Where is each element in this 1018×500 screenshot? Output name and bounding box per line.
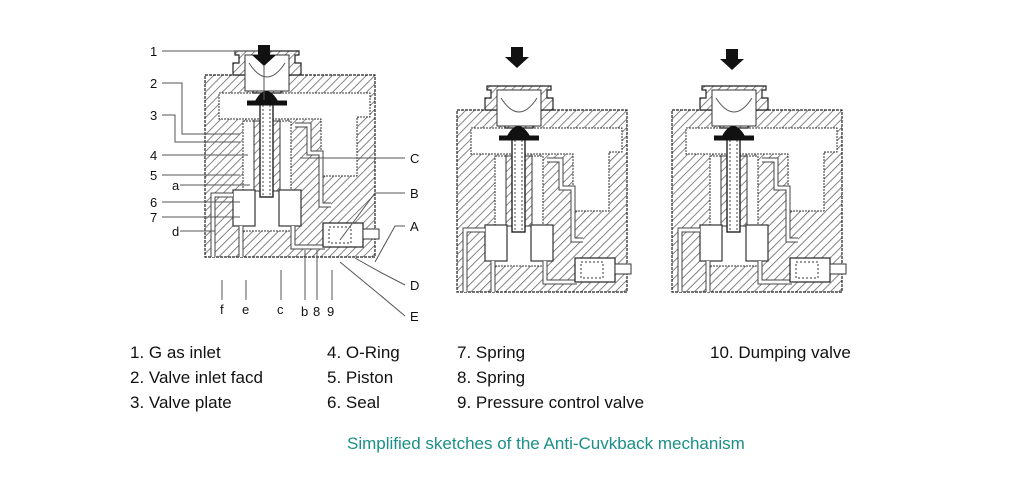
callout-f: f [220, 302, 224, 317]
legend-item-9: 9. Pressure control valve [457, 393, 645, 412]
callout-D: D [410, 278, 419, 293]
gas-inlet-arrow-icon [252, 45, 276, 66]
callout-3: 3 [150, 108, 157, 123]
callout-5: 5 [150, 168, 157, 183]
callout-8: 8 [313, 304, 320, 319]
left-callouts [162, 50, 406, 317]
callout-e: e [242, 302, 249, 317]
legend-item-5: 5. Piston [327, 368, 394, 387]
valve-sketch-panel-2 [457, 86, 631, 292]
legend-item-3: 3. Valve plate [130, 393, 232, 412]
callout-B: B [410, 186, 419, 201]
legend-item-6: 6. Seal [327, 393, 380, 412]
callout-b: b [301, 304, 308, 319]
callout-2: 2 [150, 76, 157, 91]
callout-7: 7 [150, 210, 157, 225]
legend-item-10: 10. Dumping valve [710, 343, 851, 362]
gas-inlet-arrow-icon [720, 49, 744, 70]
gas-inlet-arrow-icon [505, 47, 529, 68]
legend-item-2: 2. Valve inlet facd [130, 368, 263, 387]
callout-c: c [277, 302, 284, 317]
callout-labels: 1 2 3 4 5 a 6 7 d C B A D E f e c b 8 9 [150, 44, 419, 324]
callout-C: C [410, 151, 419, 166]
figure-caption: Simplified sketches of the Anti-Cuvkback… [347, 434, 745, 453]
callout-1: 1 [150, 44, 157, 59]
callout-A: A [410, 219, 419, 234]
callout-d: d [172, 224, 179, 239]
legend-item-1: 1. G as inlet [130, 343, 221, 362]
legend-item-4: 4. O-Ring [327, 343, 400, 362]
callout-E: E [410, 309, 419, 324]
valve-sketch-panel-1 [205, 51, 379, 257]
callout-9: 9 [327, 304, 334, 319]
callout-6: 6 [150, 195, 157, 210]
valve-sketch-panel-3 [672, 86, 846, 292]
callout-a: a [172, 178, 180, 193]
legend-item-7: 7. Spring [457, 343, 526, 362]
legend-item-8: 8. Spring [457, 368, 526, 387]
callout-4: 4 [150, 148, 157, 163]
